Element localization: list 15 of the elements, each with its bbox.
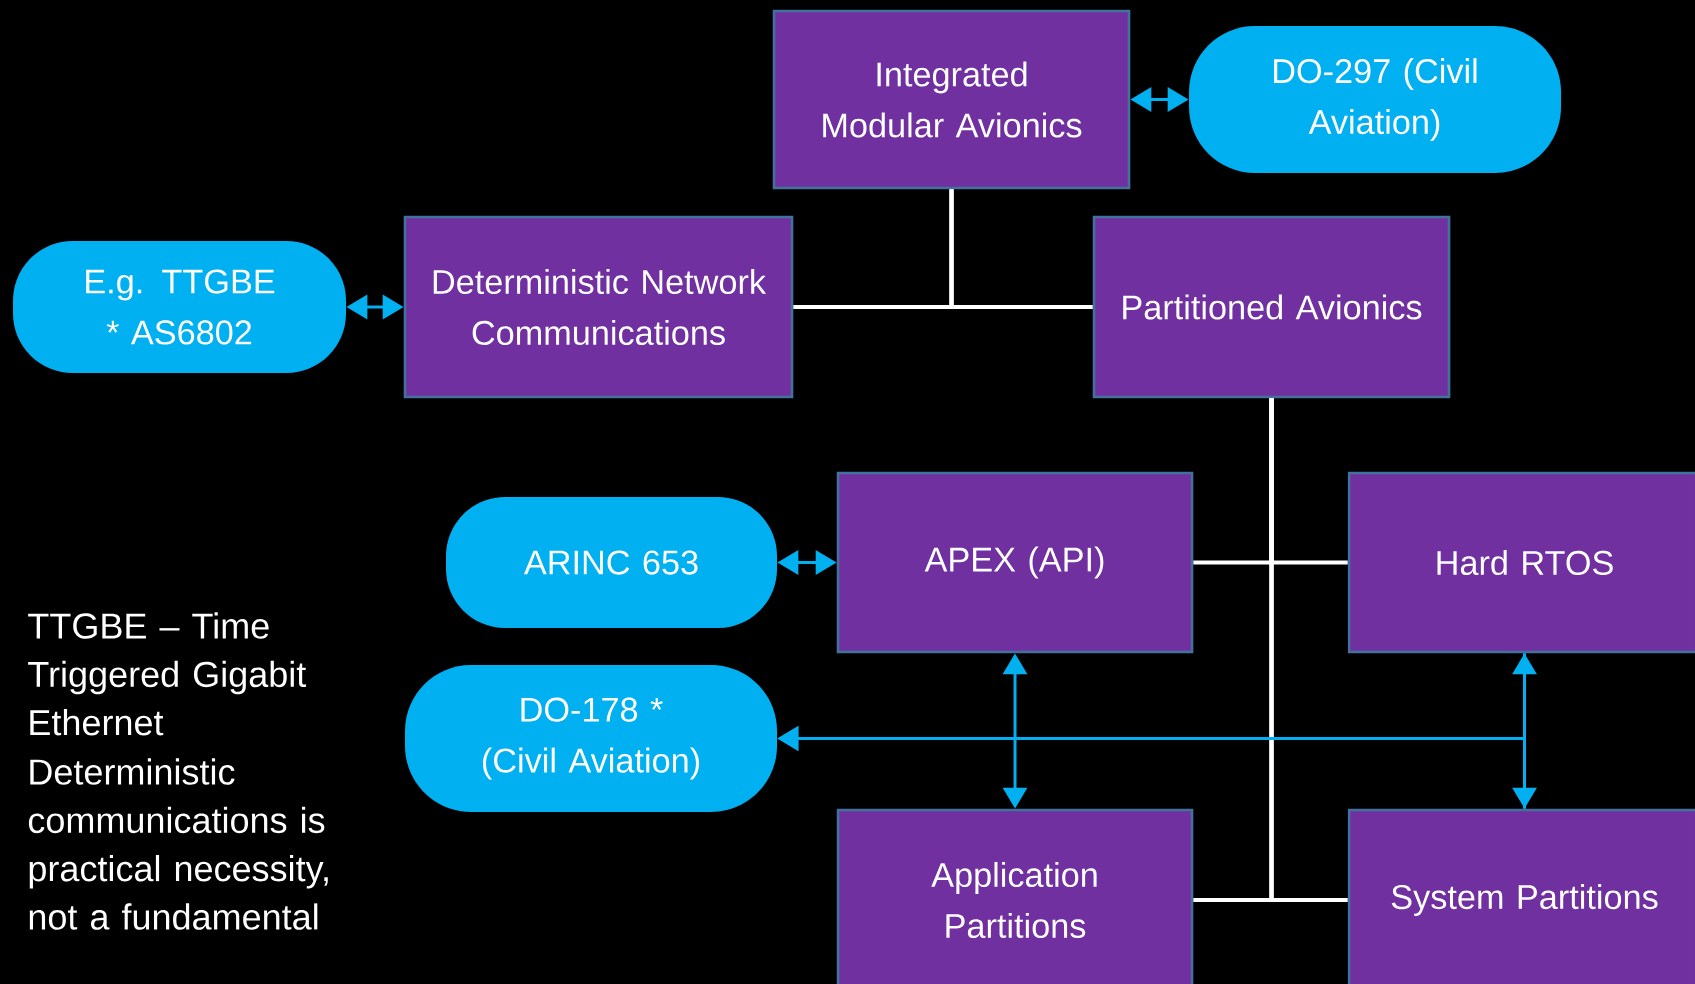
process-box: Integrated Modular Avionics: [772, 9, 1131, 190]
rounded-box: E.g. TTGBE * AS6802: [13, 241, 346, 373]
rounded-box: ARINC 653: [446, 497, 777, 628]
process-box: APEX (API): [836, 471, 1194, 654]
connector-line: [1269, 398, 1348, 903]
process-box: Hard RTOS: [1347, 471, 1695, 654]
process-box: Deterministic Network Communications: [403, 215, 794, 399]
process-box: Partitioned Avionics: [1092, 215, 1451, 399]
footnote-text: TTGBE – Time Triggered Gigabit Ethernet: [28, 612, 307, 736]
connector-line: [949, 189, 1093, 310]
footnote-text: Deterministic communications is practical necessity, not a fundamental: [28, 758, 328, 930]
rounded-box: DO-178 * (Civil Aviation): [405, 665, 777, 812]
process-box: Application Partitions: [836, 808, 1194, 984]
process-box: System Partitions: [1347, 808, 1695, 984]
rounded-box: DO-297 (Civil Aviation): [1189, 26, 1561, 173]
